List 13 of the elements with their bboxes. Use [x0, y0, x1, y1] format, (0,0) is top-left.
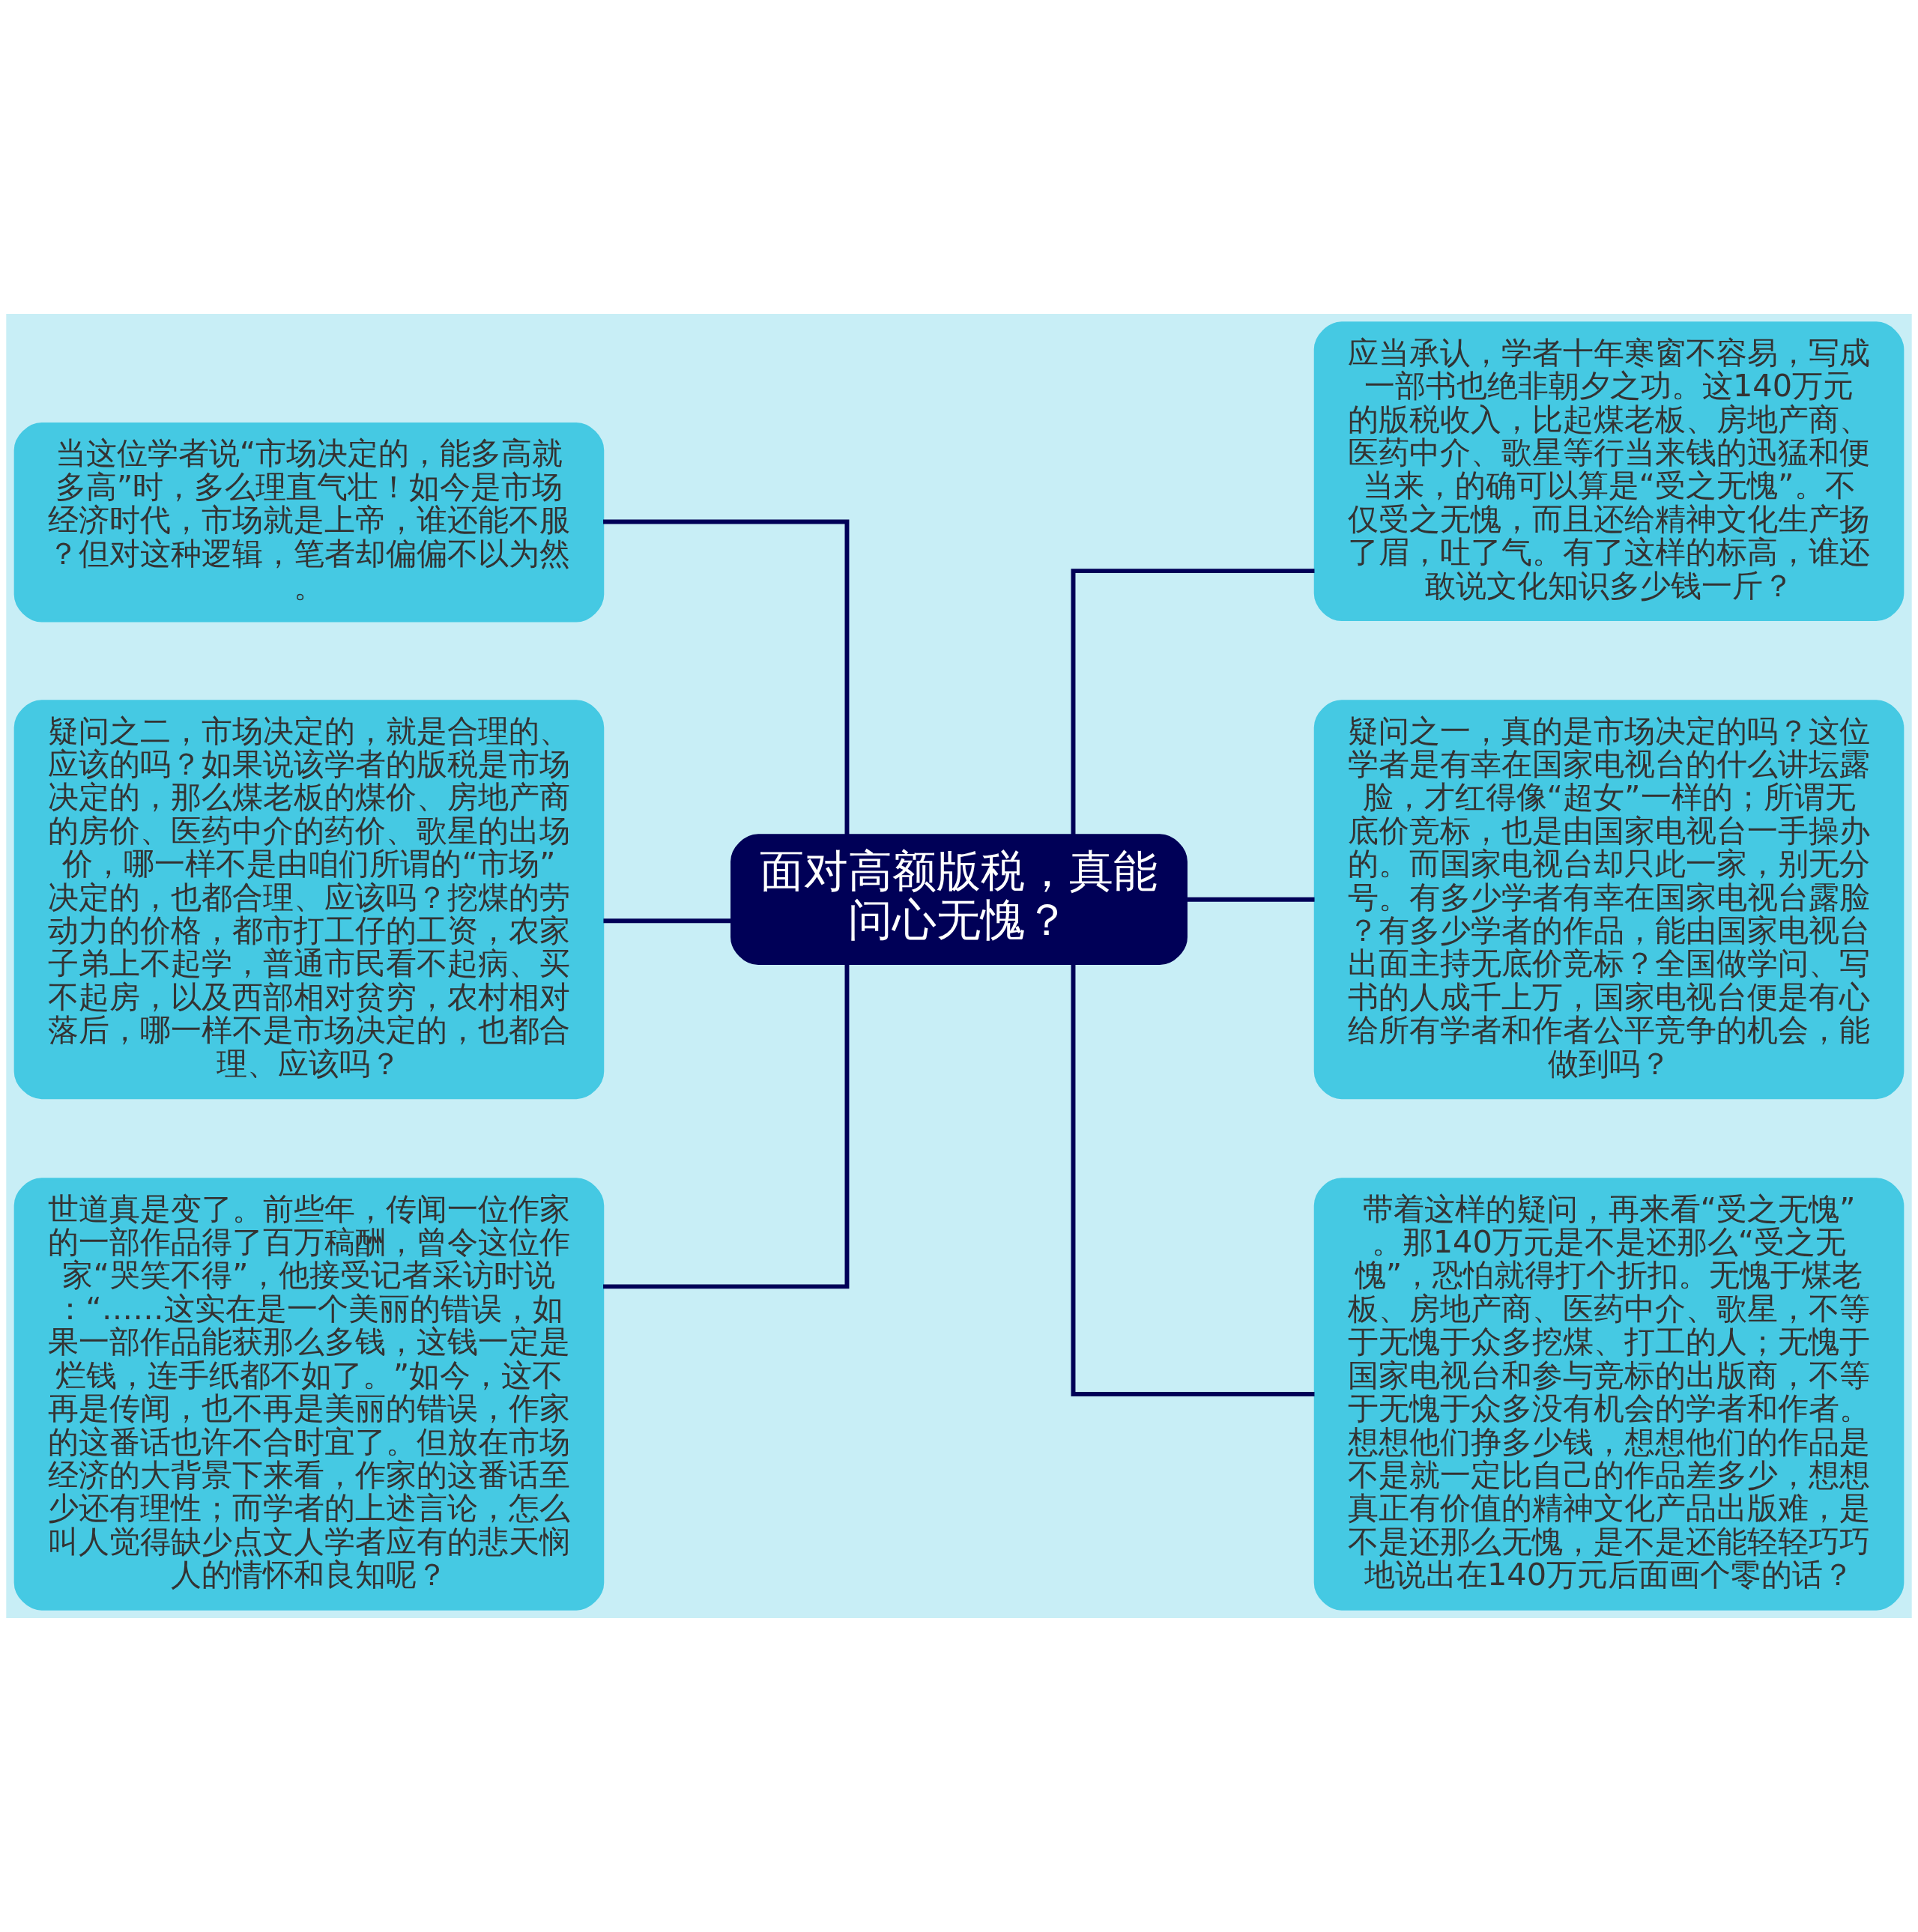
connector	[1071, 569, 1315, 835]
node-box: 应当承认，学者十年寒窗不容易，写成一部书也绝非朝夕之功。这140万元的版税收入，比起煤老板、房地产商、医药中介、歌星等行当来钱的迅猛和便当来，的确可以算是“受之无愧”。不仅受之无愧，而且还给精神文化生产扬了眉，吐了气。有了这样的标高，谁还敢说文化知识多少钱一斤？	[1313, 321, 1905, 622]
connector	[603, 918, 731, 924]
node-box: 疑问之二，市场决定的，就是合理的、应该的吗？如果说该学者的版税是市场决定的，那么煤老板的煤价、房地产商的房价、医药中介的药价、歌星的出场价，哪一样不是由咱们所谓的“市场”决定的，也都合理、应该吗？挖煤的劳动力的价格，都市打工仔的工资，农家子弟上不起学，普通市民看不起病、买不起房，以及西部相对贫穷，农村相对落后，哪一样不是市场决定的，也都合理、应该吗？	[13, 700, 605, 1100]
node-box: 面对高额版税，真能问心无愧？	[730, 834, 1188, 965]
connector	[603, 519, 850, 835]
node-box: 疑问之一，真的是市场决定的吗？这位学者是有幸在国家电视台的什么讲坛露脸，才红得像“超女”一样的；所谓无底价竞标，也是由国家电视台一手操办的。而国家电视台却只此一家，别无分号。有多少学者有幸在国家电视台露脸？有多少学者的作品，能由国家电视台出面主持无底价竞标？全国做学问、写书的人成千上万，国家电视台便是有心给所有学者和作者公平竞争的机会，能做到吗？	[1313, 700, 1905, 1100]
node-box: 带着这样的疑问，再来看“受之无愧”。那140万元是不是还那么“受之无愧”，恐怕就得打个折扣。无愧于煤老板、房地产商、医药中介、歌星，不等于无愧于众多挖煤、打工的人；无愧于国家电视台和参与竞标的出版商，不等于无愧于众多没有机会的学者和作者。想想他们挣多少钱，想想他们的作品是不是就一定比自己的作品差多少，想想真正有价值的精神文化产品出版难，是不是还那么无愧，是不是还能轻轻巧巧地说出在140万元后面画个零的话？	[1313, 1178, 1905, 1611]
node-box: 世道真是变了。前些年，传闻一位作家的一部作品得了百万稿酬，曾令这位作家“哭笑不得”，他接受记者采访时说：“……这实在是一个美丽的错误，如果一部作品能获那么多钱，这钱一定是烂钱，连手纸都不如了。”如今，这不再是传闻，也不再是美丽的错误，作家的这番话也许不合时宜了。但放在市场经济的大背景下来看，作家的这番话至少还有理性；而学者的上述言论，怎么叫人觉得缺少点文人学者应有的悲天悯人的情怀和良知呢？	[13, 1178, 605, 1611]
connector	[603, 964, 850, 1289]
connector	[1187, 897, 1315, 902]
node-box: 当这位学者说“市场决定的，能多高就多高”时，多么理直气壮！如今是市场经济时代，市场就是上帝，谁还能不服？但对这种逻辑，笔者却偏偏不以为然。	[13, 423, 605, 623]
connector	[1071, 964, 1315, 1396]
